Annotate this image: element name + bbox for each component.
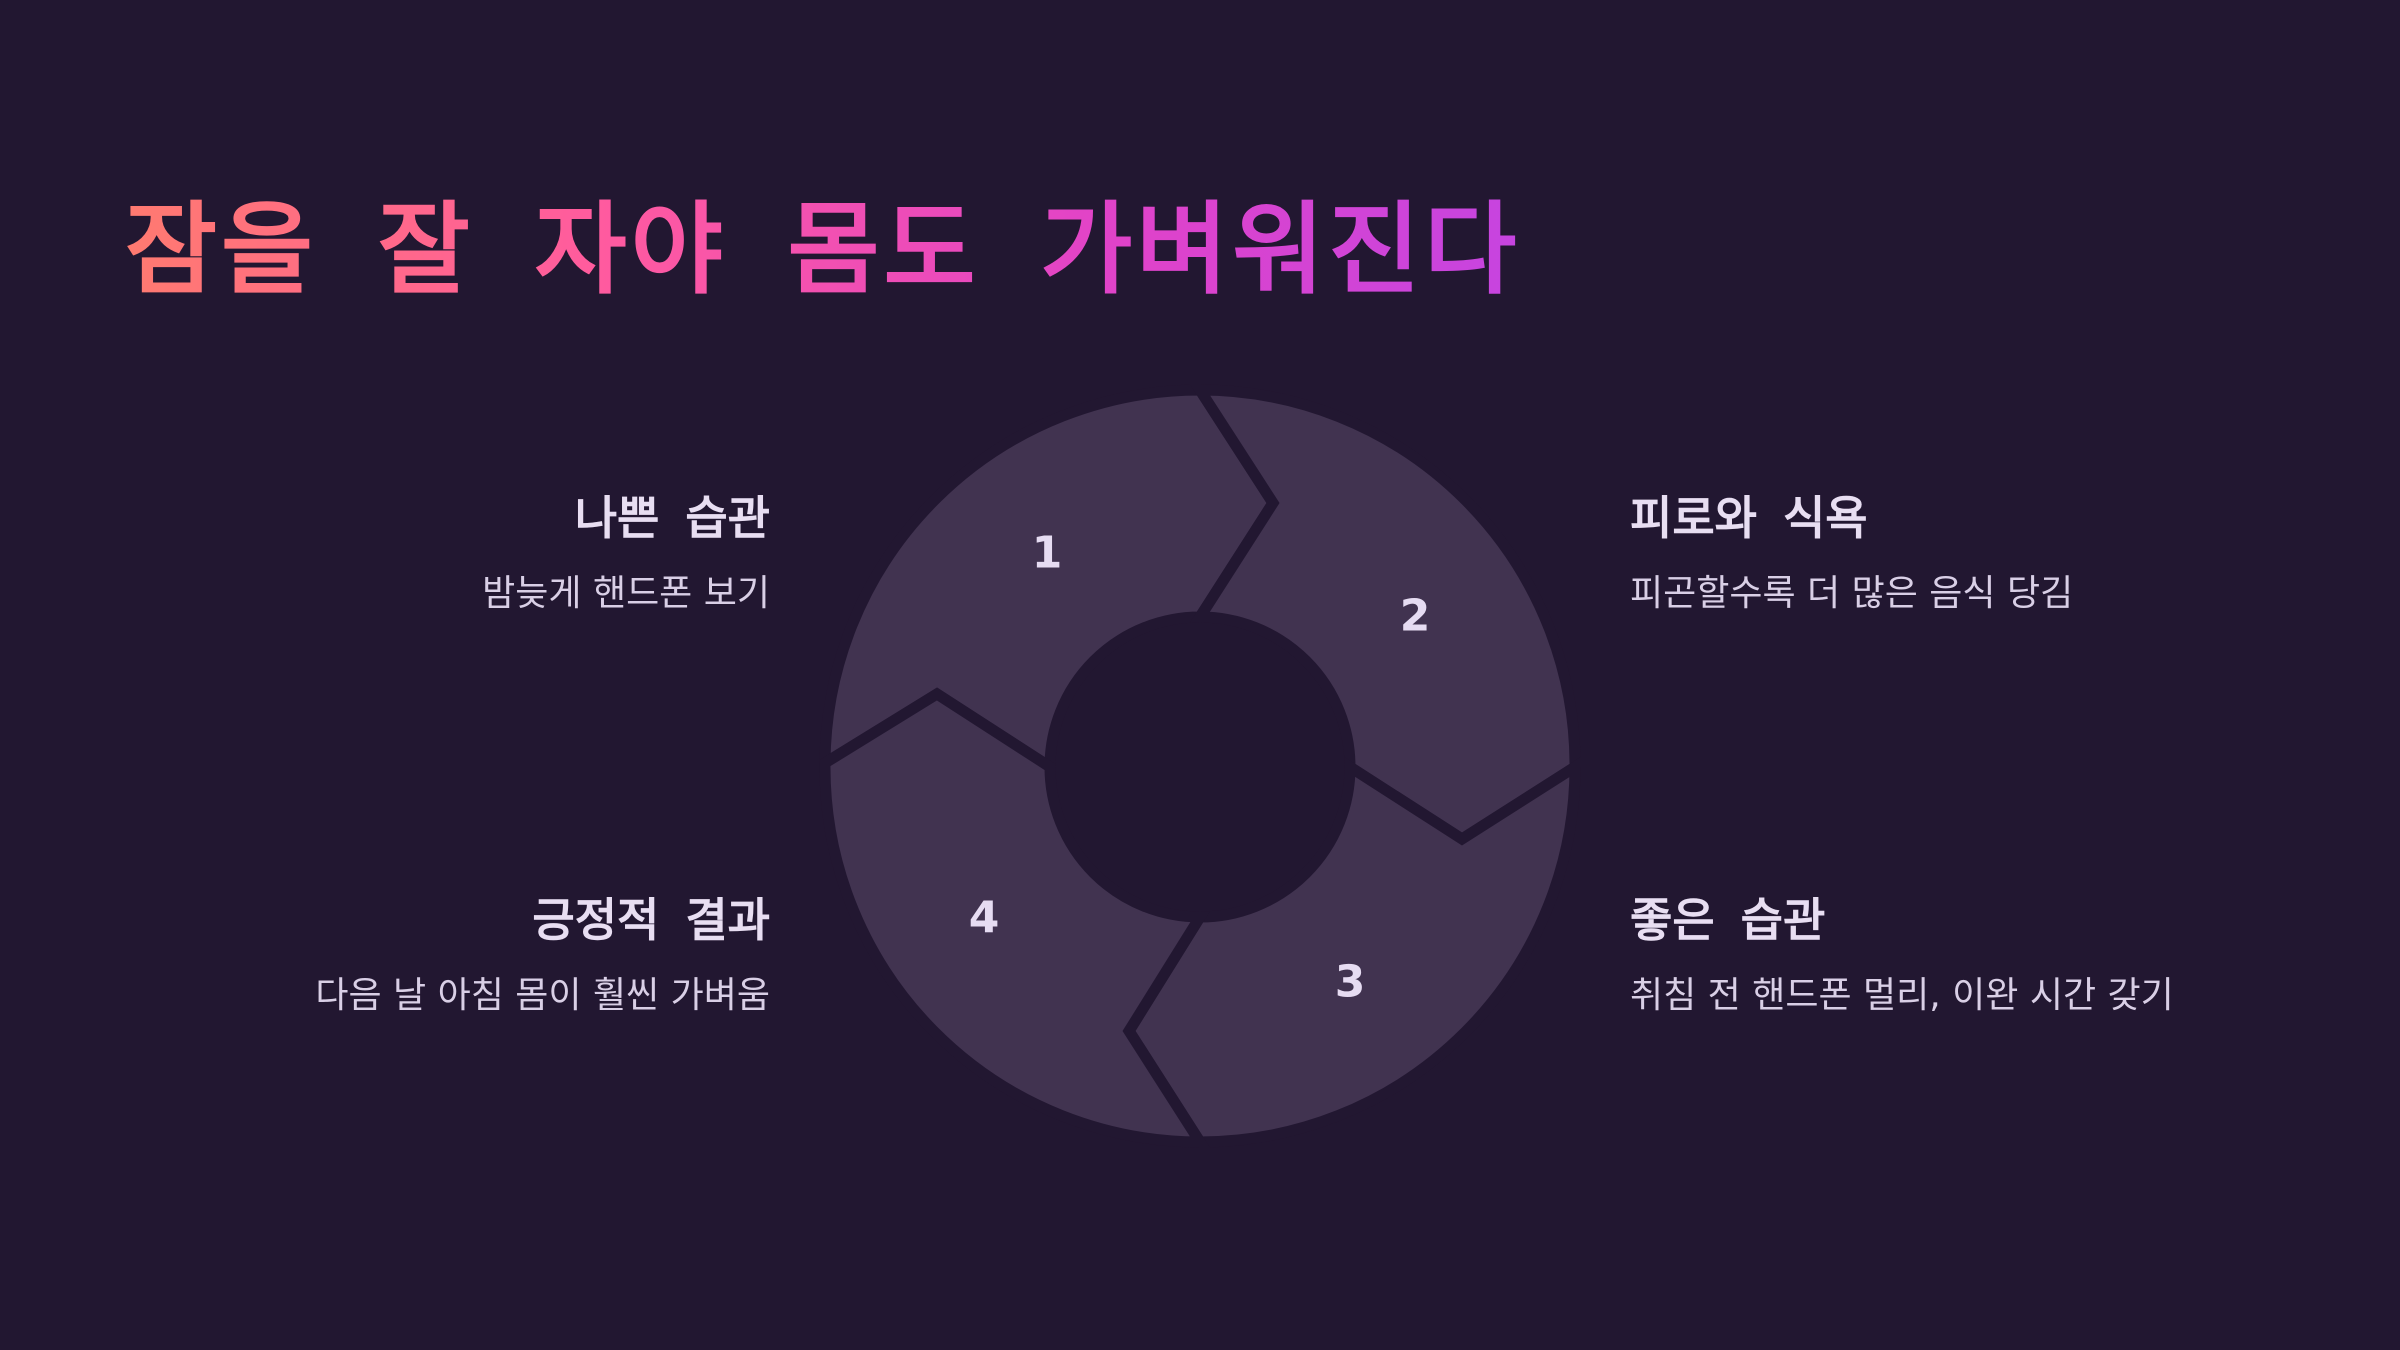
step-1: 나쁜 습관 밤늦게 핸드폰 보기 xyxy=(130,491,770,615)
cycle-number-1: 1 xyxy=(1032,528,1063,579)
step-1-description: 밤늦게 핸드폰 보기 xyxy=(482,573,770,615)
step-2-description: 피곤할수록 더 많은 음식 당김 xyxy=(1630,573,2074,615)
step-4-heading: 긍정적 결과 xyxy=(532,893,770,947)
step-3-heading: 좋은 습관 xyxy=(1630,893,1826,947)
cycle-number-2: 2 xyxy=(1400,591,1431,642)
cycle-segment-2 xyxy=(1189,384,1581,846)
slide-title: 잠을 잘 자야 몸도 가벼워진다 xyxy=(125,191,1521,308)
step-4-description: 다음 날 아침 몸이 훨씬 가벼움 xyxy=(315,975,770,1017)
cycle-number-4: 4 xyxy=(969,893,1000,944)
cycle-number-3: 3 xyxy=(1335,957,1366,1008)
step-1-heading: 나쁜 습관 xyxy=(574,491,770,545)
cycle-segment-4 xyxy=(819,687,1211,1148)
cycle-segment-3 xyxy=(1122,756,1581,1148)
cycle-segment-1 xyxy=(819,384,1280,778)
step-2: 피로와 식욕 피곤할수록 더 많은 음식 당김 xyxy=(1630,491,2270,615)
step-2-heading: 피로와 식욕 xyxy=(1630,491,1868,545)
step-4: 긍정적 결과 다음 날 아침 몸이 훨씬 가벼움 xyxy=(130,893,770,1017)
step-3: 좋은 습관 취침 전 핸드폰 멀리, 이완 시간 갖기 xyxy=(1630,893,2270,1017)
step-3-description: 취침 전 핸드폰 멀리, 이완 시간 갖기 xyxy=(1630,975,2174,1017)
